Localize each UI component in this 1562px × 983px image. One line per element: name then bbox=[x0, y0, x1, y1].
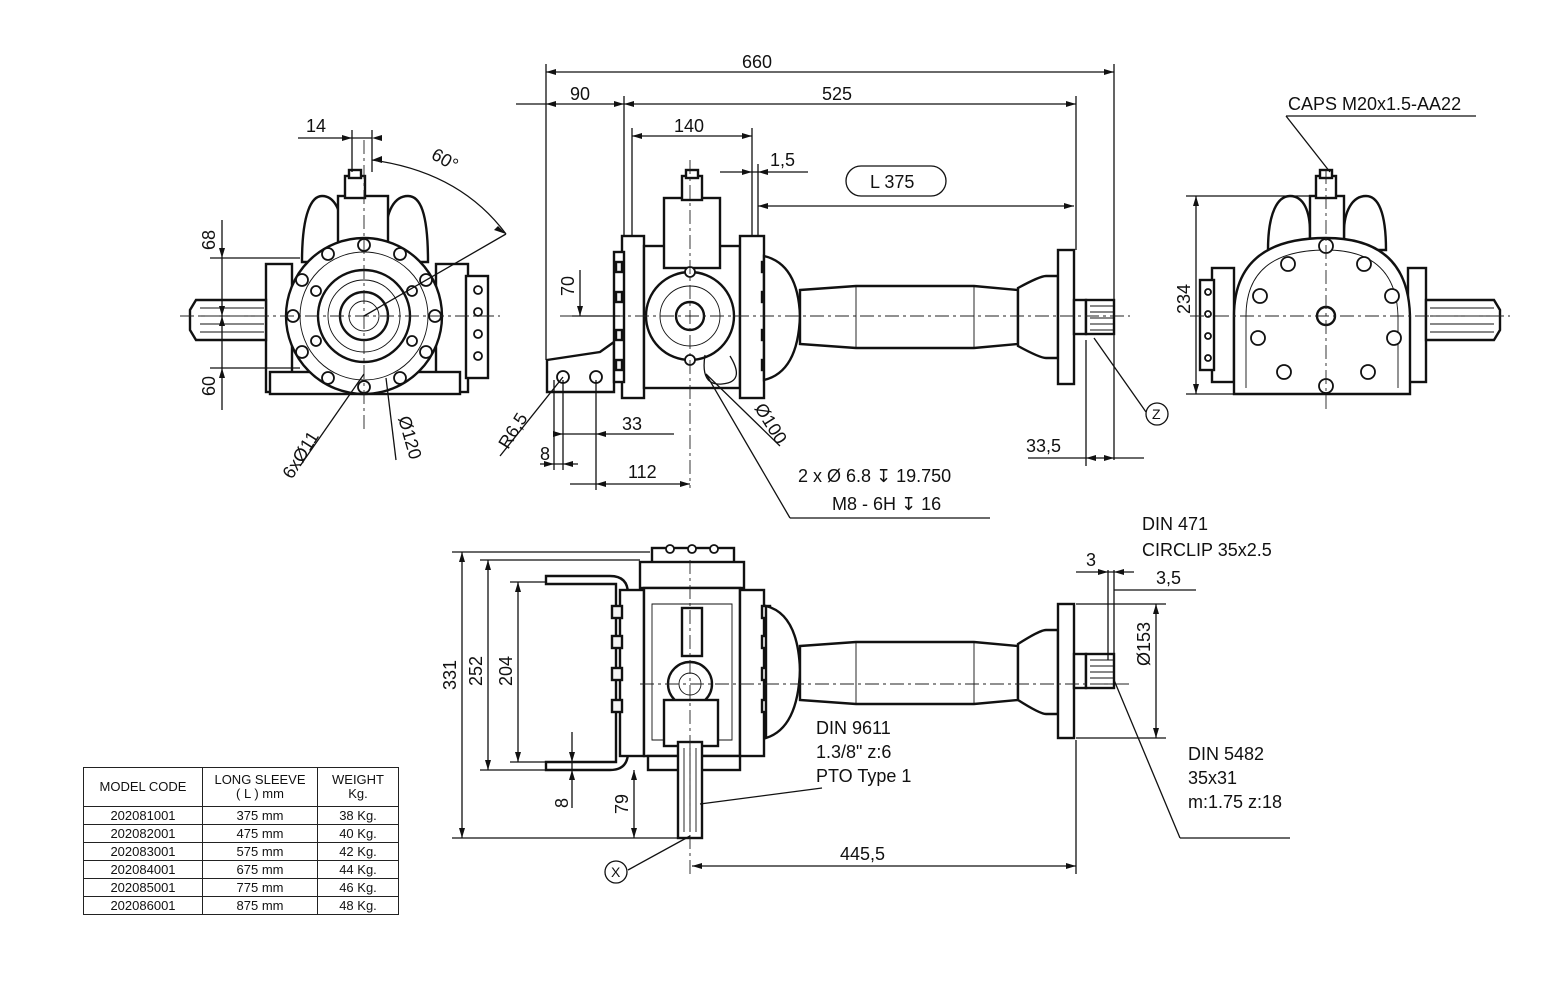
cell-weight: 48 Kg. bbox=[317, 896, 399, 915]
dim-side-140: 140 bbox=[674, 116, 704, 136]
dim-side-660: 660 bbox=[742, 52, 772, 72]
callout-x: X bbox=[611, 864, 621, 880]
dim-top-8: 8 bbox=[552, 798, 572, 808]
pto-line2: 1.3/8" z:6 bbox=[816, 742, 891, 762]
dim-top-79: 79 bbox=[612, 794, 632, 814]
model-table: MODEL CODE LONG SLEEVE ( L ) mm WEIGHT K… bbox=[83, 767, 399, 915]
cell-model-code: 202086001 bbox=[83, 896, 203, 915]
header-model-code-label: MODEL CODE bbox=[99, 779, 187, 794]
cell-weight: 38 Kg. bbox=[317, 806, 399, 825]
dim-top-dia153: Ø153 bbox=[1134, 622, 1154, 666]
table-row: 202082001 475 mm 40 Kg. bbox=[83, 824, 399, 843]
cell-model-code: 202082001 bbox=[83, 824, 203, 843]
spline-line2: 35x31 bbox=[1188, 768, 1237, 788]
dim-front-14: 14 bbox=[306, 116, 326, 136]
top-view: X 331 252 204 8 79 445,5 3 3,5 Ø153 DIN … bbox=[440, 514, 1290, 884]
holes-note-line2: M8 - 6H ↧ 16 bbox=[832, 494, 941, 514]
dim-top-204: 204 bbox=[496, 656, 516, 686]
dim-side-8: 8 bbox=[540, 444, 550, 464]
dim-top-331: 331 bbox=[440, 660, 460, 690]
header-weight: WEIGHT Kg. bbox=[317, 767, 399, 807]
cell-model-code: 202083001 bbox=[83, 842, 203, 861]
dim-rear-234: 234 bbox=[1174, 284, 1194, 314]
dim-front-holes: 6xØ11 bbox=[278, 428, 322, 482]
table-row: 202085001 775 mm 46 Kg. bbox=[83, 878, 399, 897]
rear-view: CAPS M20x1.5-AA22 234 bbox=[1174, 94, 1510, 410]
dim-side-33: 33 bbox=[622, 414, 642, 434]
cell-model-code: 202084001 bbox=[83, 860, 203, 879]
cell-long-sleeve: 675 mm bbox=[202, 860, 318, 879]
cell-long-sleeve: 575 mm bbox=[202, 842, 318, 861]
cell-weight: 42 Kg. bbox=[317, 842, 399, 861]
table-row: 202086001 875 mm 48 Kg. bbox=[83, 896, 399, 915]
dim-top-252: 252 bbox=[466, 656, 486, 686]
rear-caps-label: CAPS M20x1.5-AA22 bbox=[1288, 94, 1461, 114]
header-model-code: MODEL CODE bbox=[83, 767, 203, 807]
header-weight-unit: Kg. bbox=[348, 786, 368, 801]
dim-top-3: 3 bbox=[1086, 550, 1096, 570]
header-long-sleeve-unit: ( L ) mm bbox=[236, 786, 284, 801]
cell-model-code: 202085001 bbox=[83, 878, 203, 897]
cell-weight: 40 Kg. bbox=[317, 824, 399, 843]
dim-front-dia120: Ø120 bbox=[394, 414, 425, 462]
dim-front-60: 60 bbox=[199, 376, 219, 396]
header-long-sleeve: LONG SLEEVE ( L ) mm bbox=[202, 767, 318, 807]
holes-note-line1: 2 x Ø 6.8 ↧ 19.750 bbox=[798, 466, 951, 486]
cell-model-code: 202081001 bbox=[83, 806, 203, 825]
pto-line1: DIN 9611 bbox=[816, 718, 891, 738]
callout-z: Z bbox=[1152, 406, 1161, 422]
header-long-sleeve-label: LONG SLEEVE bbox=[214, 772, 306, 787]
side-view: Z 660 90 525 140 1,5 L 375 70 R6,5 33 8 … bbox=[494, 52, 1169, 519]
header-weight-label: WEIGHT bbox=[332, 772, 384, 787]
dim-top-445-5: 445,5 bbox=[840, 844, 885, 864]
cell-long-sleeve: 475 mm bbox=[202, 824, 318, 843]
dim-side-112: 112 bbox=[628, 462, 657, 482]
cell-long-sleeve: 775 mm bbox=[202, 878, 318, 897]
table-row: 202084001 675 mm 44 Kg. bbox=[83, 860, 399, 879]
front-view: 14 60° 68 60 6xØ11 Ø120 bbox=[180, 116, 507, 482]
table-row: 202083001 575 mm 42 Kg. bbox=[83, 842, 399, 861]
dim-side-70: 70 bbox=[558, 276, 578, 296]
dim-side-1-5: 1,5 bbox=[770, 150, 795, 170]
spline-line3: m:1.75 z:18 bbox=[1188, 792, 1282, 812]
dim-top-3-5: 3,5 bbox=[1156, 568, 1181, 588]
dim-front-60-angle: 60° bbox=[428, 144, 462, 175]
dim-side-90: 90 bbox=[570, 84, 590, 104]
cell-weight: 46 Kg. bbox=[317, 878, 399, 897]
table-header-row: MODEL CODE LONG SLEEVE ( L ) mm WEIGHT K… bbox=[83, 767, 399, 807]
dim-front-68: 68 bbox=[199, 230, 219, 250]
dim-side-525: 525 bbox=[822, 84, 852, 104]
cell-long-sleeve: 875 mm bbox=[202, 896, 318, 915]
cell-weight: 44 Kg. bbox=[317, 860, 399, 879]
dim-side-33-5: 33,5 bbox=[1026, 436, 1061, 456]
spline-line1: DIN 5482 bbox=[1188, 744, 1264, 764]
cell-long-sleeve: 375 mm bbox=[202, 806, 318, 825]
front-flange-bolts bbox=[286, 238, 442, 394]
dim-side-r6-5: R6,5 bbox=[494, 409, 531, 452]
table-row: 202081001 375 mm 38 Kg. bbox=[83, 806, 399, 825]
circlip-line1: DIN 471 bbox=[1142, 514, 1208, 534]
dim-side-sleeve: L 375 bbox=[870, 172, 914, 192]
pto-line3: PTO Type 1 bbox=[816, 766, 911, 786]
circlip-line2: CIRCLIP 35x2.5 bbox=[1142, 540, 1272, 560]
